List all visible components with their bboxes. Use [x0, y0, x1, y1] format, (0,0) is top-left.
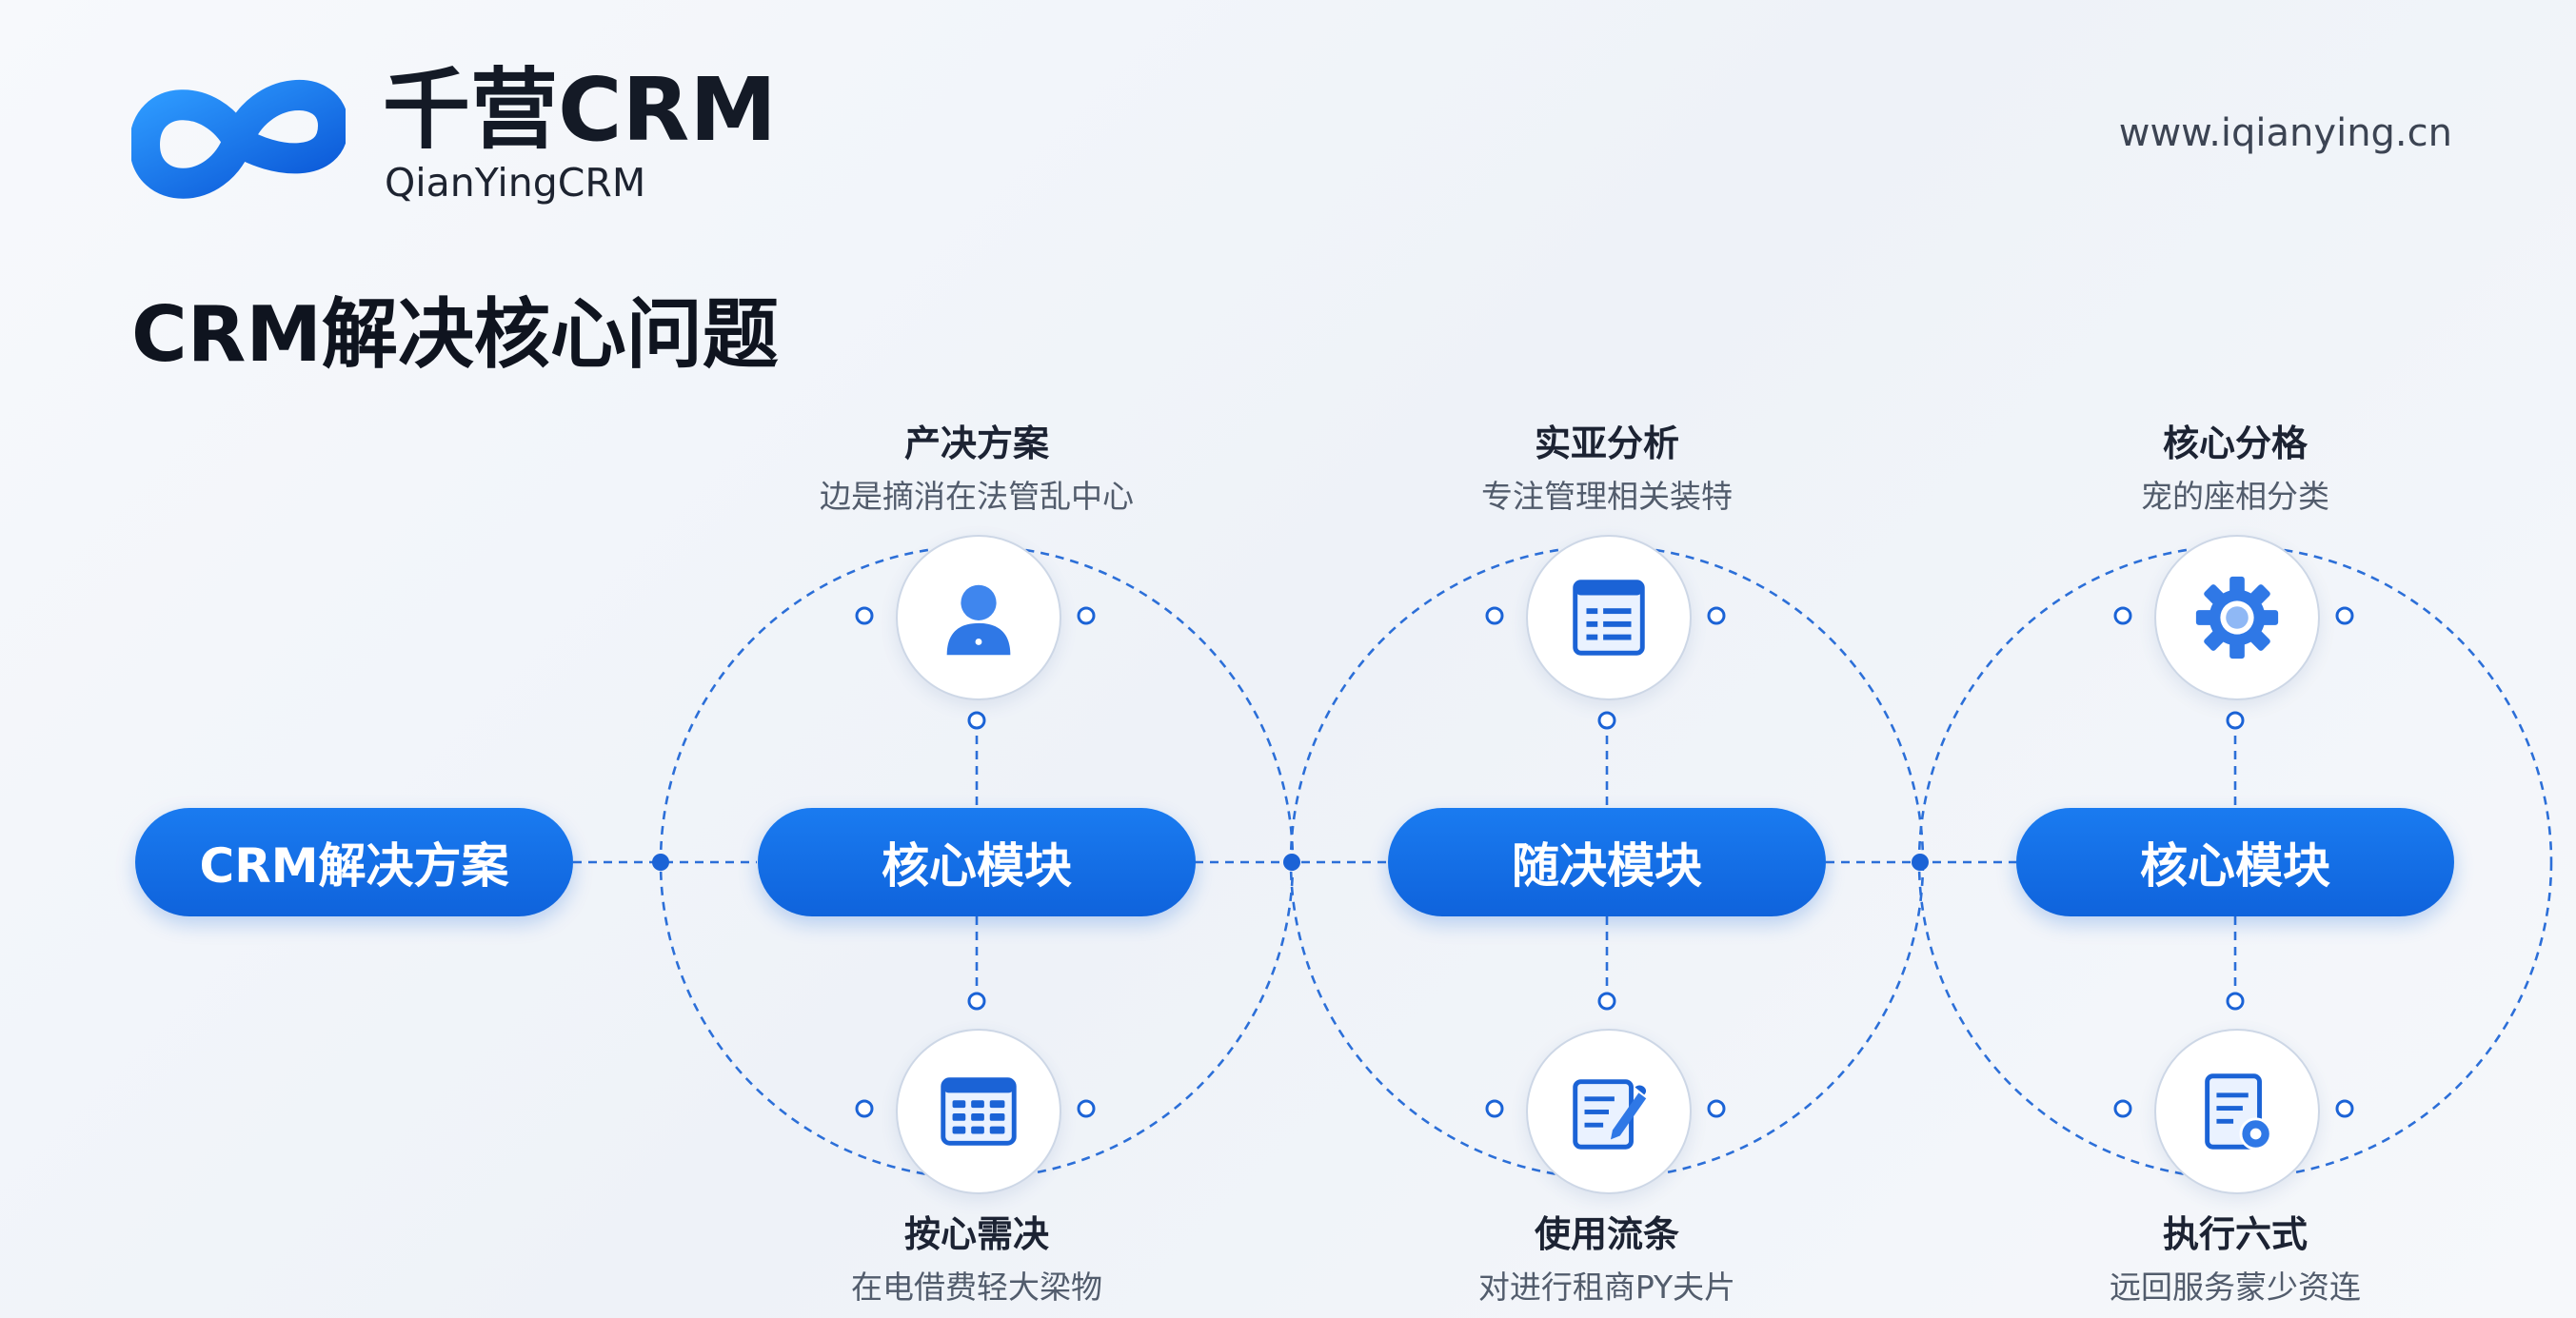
- user-icon: [946, 584, 1011, 656]
- core-module-pill-1[interactable]: 核心模块: [758, 808, 1196, 916]
- brand-logo-icon: [131, 80, 346, 199]
- icon-circle-hub2-top[interactable]: [1526, 535, 1692, 700]
- icon-circle-hub2-bottom[interactable]: [1526, 1029, 1692, 1194]
- gear-icon: [2195, 576, 2279, 659]
- icon-circle-hub3-bottom[interactable]: [2154, 1029, 2320, 1194]
- label-desc: 边是摘消在法管乱中心: [820, 478, 1134, 515]
- table-icon: [941, 1077, 1017, 1146]
- label-title: 实亚分析: [1534, 423, 1679, 464]
- label-desc: 在电借费轻大梁物: [851, 1269, 1102, 1306]
- node-label-hub3-top: 核心分格 宠的座相分类: [1969, 425, 2502, 512]
- icon-circle-hub1-top[interactable]: [896, 535, 1061, 700]
- report-icon: [2205, 1073, 2272, 1151]
- icon-circle-hub3-top[interactable]: [2154, 535, 2320, 700]
- crm-solution-pill[interactable]: CRM解决方案: [135, 808, 573, 916]
- node-label-hub2-bottom: 使用流条 对进行租商PY夫片: [1340, 1216, 1873, 1303]
- node-label-hub1-top: 产决方案 边是摘消在法管乱中心: [710, 425, 1243, 512]
- core-module-pill-3[interactable]: 核心模块: [2016, 808, 2454, 916]
- label-title: 产决方案: [903, 423, 1049, 464]
- brand-name: 千营CRM: [383, 59, 777, 161]
- node-label-hub2-top: 实亚分析 专注管理相关装特: [1340, 425, 1873, 512]
- page-title: CRM解决核心问题: [131, 290, 779, 379]
- document-list-icon: [1573, 580, 1645, 656]
- label-title: 核心分格: [2162, 423, 2308, 464]
- edit-note-icon: [1573, 1079, 1647, 1150]
- label-desc: 对进行租商PY夫片: [1477, 1269, 1736, 1306]
- label-title: 使用流条: [1534, 1213, 1679, 1255]
- label-title: 按心需决: [903, 1213, 1049, 1255]
- brand-subtitle: QianYingCRM: [385, 160, 646, 206]
- module-pill-2[interactable]: 随决模块: [1388, 808, 1826, 916]
- node-label-hub1-bottom: 按心需决 在电借费轻大梁物: [710, 1216, 1243, 1303]
- label-desc: 专注管理相关装特: [1481, 478, 1733, 515]
- label-desc: 宠的座相分类: [2141, 478, 2329, 515]
- label-desc: 远回服务蒙少资连: [2110, 1269, 2361, 1306]
- label-title: 执行六式: [2162, 1213, 2308, 1255]
- site-url[interactable]: www.iqianying.cn: [2118, 111, 2452, 155]
- node-label-hub3-bottom: 执行六式 远回服务蒙少资连: [1969, 1216, 2502, 1303]
- icon-circle-hub1-bottom[interactable]: [896, 1029, 1061, 1194]
